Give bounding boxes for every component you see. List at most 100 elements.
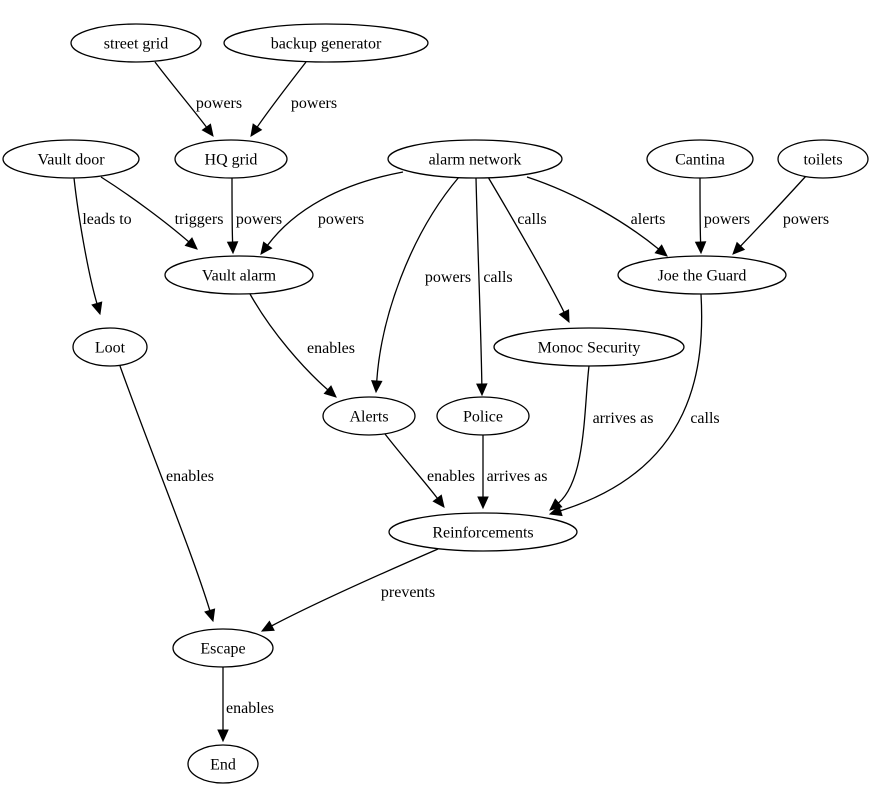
edge-police-to-reinforcements: arrives as: [477, 434, 548, 510]
arrowhead-icon: [323, 385, 337, 398]
edge-reinforcements-to-escape: prevents: [260, 548, 439, 632]
arrowhead-icon: [548, 505, 563, 517]
edge-label: calls: [690, 410, 719, 427]
edge-line: [376, 176, 460, 382]
edge-label: powers: [291, 95, 337, 112]
node-shape: [322, 396, 416, 436]
node-label: Loot: [95, 340, 126, 357]
edge-street-grid-to-hq-grid: powers: [154, 61, 242, 137]
edge-label: arrives as: [593, 410, 654, 427]
node-shape: [187, 744, 259, 784]
arrowhead-icon: [732, 241, 746, 255]
node-shape: [617, 255, 787, 295]
arrowhead-icon: [694, 241, 707, 255]
edge-label: arrives as: [487, 468, 548, 485]
arrowhead-icon: [226, 241, 239, 255]
node-toilets: toilets: [777, 139, 869, 179]
edge-label: enables: [166, 468, 214, 485]
edge-label: powers: [236, 211, 282, 228]
edge-line: [487, 176, 565, 313]
edge-toilets-to-joe-the-guard: powers: [732, 175, 829, 255]
edge-vault-alarm-to-alerts: enables: [249, 293, 355, 398]
node-hq-grid: HQ grid: [174, 139, 288, 179]
node-shape: [172, 628, 274, 668]
edge-line: [267, 171, 404, 246]
arrowhead-icon: [184, 237, 198, 250]
node-label: Monoc Security: [538, 340, 641, 357]
node-label: Vault door: [37, 152, 105, 169]
edge-line: [73, 177, 98, 304]
edge-loot-to-escape: enables: [119, 365, 216, 623]
arrowhead-icon: [371, 380, 383, 394]
arrowhead-icon: [204, 608, 216, 623]
edge-alarm-network-to-police: calls: [475, 177, 513, 397]
edge-monoc-security-to-reinforcements: arrives as: [549, 365, 654, 511]
edge-hq-grid-to-vault-alarm: powers: [226, 177, 282, 255]
node-vault-door: Vault door: [2, 139, 140, 179]
node-police: Police: [436, 396, 530, 436]
edge-line: [231, 177, 234, 243]
edge-label: powers: [318, 211, 364, 228]
arrowhead-icon: [654, 244, 668, 257]
arrowhead-icon: [477, 496, 489, 510]
node-joe-the-guard: Joe the Guard: [617, 255, 787, 295]
edge-alarm-network-to-monoc-security: calls: [487, 176, 570, 324]
edge-label: calls: [517, 211, 546, 228]
node-label: backup generator: [271, 36, 382, 53]
node-shape: [777, 139, 869, 179]
node-loot: Loot: [72, 327, 148, 367]
arrowhead-icon: [201, 123, 214, 137]
node-shape: [223, 23, 429, 63]
node-label: Escape: [200, 641, 245, 658]
node-label: street grid: [104, 36, 168, 53]
edge-label: triggers: [175, 211, 224, 228]
node-shape: [70, 23, 202, 63]
edge-label: enables: [307, 340, 355, 357]
node-alerts: Alerts: [322, 396, 416, 436]
edge-label: powers: [704, 211, 750, 228]
edge-line: [699, 177, 702, 243]
node-end: End: [187, 744, 259, 784]
edge-line: [526, 176, 659, 250]
edge-label: alerts: [631, 211, 666, 228]
edge-joe-the-guard-to-reinforcements: calls: [548, 293, 720, 517]
arrowhead-icon: [558, 309, 570, 324]
edge-label: enables: [226, 700, 274, 717]
edge-label: prevents: [381, 584, 435, 601]
node-shape: [646, 139, 754, 179]
arrowhead-icon: [476, 383, 488, 397]
node-label: HQ grid: [205, 152, 258, 169]
node-label: Reinforcements: [432, 525, 533, 542]
edge-escape-to-end: enables: [217, 666, 274, 743]
node-label: Joe the Guard: [658, 268, 747, 285]
edge-line: [560, 293, 703, 512]
node-backup-generator: backup generator: [223, 23, 429, 63]
node-label: Vault alarm: [202, 268, 277, 285]
node-street-grid: street grid: [70, 23, 202, 63]
edge-label: powers: [783, 211, 829, 228]
node-vault-alarm: Vault alarm: [164, 255, 314, 295]
arrowhead-icon: [432, 494, 445, 508]
edge-label: powers: [425, 269, 471, 286]
edge-line: [475, 177, 483, 385]
edge-backup-generator-to-hq-grid: powers: [250, 61, 337, 137]
arrowhead-icon: [260, 620, 275, 632]
edge-alarm-network-to-alerts: powers: [371, 176, 471, 394]
edge-alerts-to-reinforcements: enables: [384, 433, 475, 508]
edge-line: [271, 548, 439, 627]
node-cantina: Cantina: [646, 139, 754, 179]
edge-vault-door-to-vault-alarm: triggers: [100, 176, 224, 250]
arrowhead-icon: [217, 729, 229, 743]
node-shape: [164, 255, 314, 295]
arrowhead-icon: [91, 301, 103, 316]
edge-label: calls: [483, 269, 512, 286]
edge-line: [740, 175, 807, 247]
edge-line: [256, 61, 307, 128]
node-label: Cantina: [675, 152, 725, 169]
node-monoc-security: Monoc Security: [493, 327, 685, 367]
edge-label: leads to: [82, 211, 131, 228]
node-shape: [388, 512, 578, 552]
edge-line: [249, 293, 329, 391]
node-label: Police: [463, 409, 503, 426]
